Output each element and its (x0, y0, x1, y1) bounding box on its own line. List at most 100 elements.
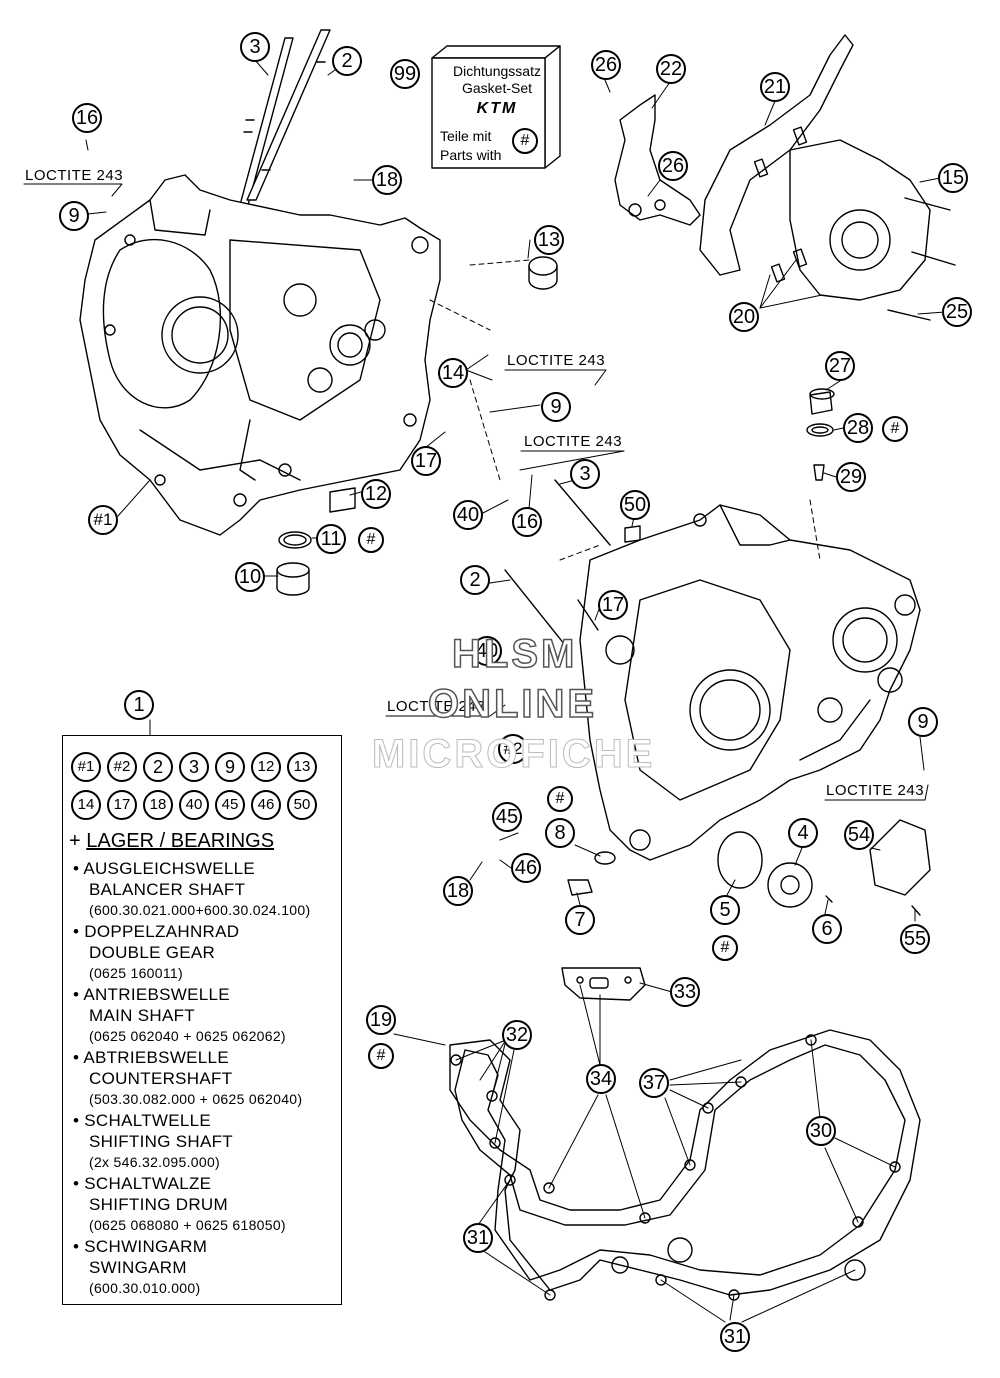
callout-9[interactable]: 9 (59, 201, 89, 231)
kit-part-callout[interactable]: 40 (179, 790, 209, 820)
callout-28-gasket[interactable]: # (882, 416, 908, 442)
callout-16[interactable]: 16 (72, 103, 102, 133)
kit-part-callout[interactable]: 12 (251, 752, 281, 782)
kit-part-callout[interactable]: 2 (143, 752, 173, 782)
bullet-icon: • (73, 1111, 85, 1130)
callout-40[interactable]: 40 (453, 500, 483, 530)
callout-21[interactable]: 21 (760, 72, 790, 102)
bearing-name-de: • DOPPELZAHNRAD (73, 921, 239, 942)
bearings-heading-text: LAGER / BEARINGS (86, 830, 275, 852)
callout-33[interactable]: 33 (670, 977, 700, 1007)
callout-6[interactable]: 6 (812, 914, 842, 944)
bearings-heading: + LAGER / BEARINGS (69, 830, 274, 853)
callout-17-mid[interactable]: 17 (598, 590, 628, 620)
callout-12[interactable]: 12 (361, 479, 391, 509)
bearing-part-number: (600.30.021.000+600.30.024.100) (89, 902, 311, 918)
clutch-side-cover (699, 34, 931, 301)
callout-31-left[interactable]: 31 (463, 1223, 493, 1253)
callout-2-mid[interactable]: 2 (460, 565, 490, 595)
callout-1[interactable]: 1 (124, 690, 154, 720)
callout-4[interactable]: 4 (788, 818, 818, 848)
callout-2[interactable]: 2 (332, 46, 362, 76)
bullet-icon: • (73, 1237, 85, 1256)
callout-7[interactable]: 7 (565, 905, 595, 935)
bearing-name-de-text: SCHALTWALZE (84, 1174, 212, 1193)
callout-28[interactable]: 28 (843, 413, 873, 443)
loctite-label-mid: LOCTITE 243 (524, 433, 623, 450)
bearing-part-number: (2x 546.32.095.000) (89, 1154, 221, 1170)
callout-5-gasket[interactable]: # (712, 935, 738, 961)
callout-99[interactable]: 99 (390, 59, 420, 89)
callout-40-mid[interactable]: 40 (472, 636, 502, 666)
kit-part-callout[interactable]: 46 (251, 790, 281, 820)
bearing-name-en: SHIFTING DRUM (89, 1195, 228, 1214)
callout-19-gasket[interactable]: # (368, 1043, 394, 1069)
kit-part-callout[interactable]: 45 (215, 790, 245, 820)
callout-19[interactable]: 19 (366, 1005, 396, 1035)
watermark-line-1: HLSM (451, 631, 578, 677)
callout-29[interactable]: 29 (836, 462, 866, 492)
callout-31-bottom[interactable]: 31 (720, 1322, 750, 1352)
plus-icon: + (69, 830, 81, 852)
stud-2-upper (246, 29, 331, 201)
callout-3-mid[interactable]: 3 (570, 459, 600, 489)
left-crankcase-half (79, 174, 441, 536)
kit-part-callout[interactable]: 9 (215, 752, 245, 782)
callout-10[interactable]: 10 (235, 562, 265, 592)
callout-25[interactable]: 25 (942, 297, 972, 327)
callout-18-lower[interactable]: 18 (443, 876, 473, 906)
bearing-part-number: (503.30.082.000 + 0625 062040) (89, 1091, 303, 1107)
kit-part-callout[interactable]: 3 (179, 752, 209, 782)
callout-9-right[interactable]: 9 (908, 707, 938, 737)
callout-26[interactable]: 26 (591, 50, 621, 80)
bearing-name-de: • ABTRIEBSWELLE (73, 1047, 302, 1068)
callout-3[interactable]: 3 (240, 32, 270, 62)
callout-22[interactable]: 22 (656, 54, 686, 84)
callout-20[interactable]: 20 (729, 302, 759, 332)
callout-55[interactable]: 55 (900, 924, 930, 954)
callout-16-mid[interactable]: 16 (512, 507, 542, 537)
bearing-name-de: • SCHALTWELLE (73, 1110, 233, 1131)
callout-14[interactable]: 14 (438, 358, 468, 388)
kit-part-callout[interactable]: 17 (107, 790, 137, 820)
callout-45[interactable]: 45 (492, 802, 522, 832)
kit-part-callout[interactable]: 50 (287, 790, 317, 820)
kit-part-callout[interactable]: 13 (287, 752, 317, 782)
bearing-name-de: • AUSGLEICHSWELLE (73, 858, 310, 879)
callout-26-lower[interactable]: 26 (658, 151, 688, 181)
gasket-19 (449, 1029, 921, 1301)
callout-5[interactable]: 5 (710, 895, 740, 925)
callout-46[interactable]: 46 (511, 853, 541, 883)
callout-hash2[interactable]: #2 (498, 734, 528, 764)
callout-27[interactable]: 27 (825, 351, 855, 381)
loctite-label-lower-right: LOCTITE 243 (826, 782, 925, 799)
callout-54[interactable]: 54 (844, 820, 874, 850)
gasket-set-parts-de: Teile mit (440, 128, 492, 144)
gasket-set-title-en: Gasket-Set (461, 80, 533, 96)
kit-part-callout[interactable]: #1 (71, 752, 101, 782)
kit-part-callout[interactable]: 14 (71, 790, 101, 820)
callout-30[interactable]: 30 (806, 1116, 836, 1146)
callout-13[interactable]: 13 (534, 225, 564, 255)
kit-part-callout[interactable]: 18 (143, 790, 173, 820)
callout-11[interactable]: 11 (316, 524, 346, 554)
callout-8-gasket[interactable]: # (547, 786, 573, 812)
bearing-part-number: (0625 160011) (89, 965, 183, 981)
callout-15[interactable]: 15 (938, 163, 968, 193)
callout-11-gasket[interactable]: # (358, 527, 384, 553)
callout-34[interactable]: 34 (586, 1064, 616, 1094)
callout-hash1[interactable]: #1 (88, 505, 118, 535)
callout-18[interactable]: 18 (372, 165, 402, 195)
callout-32[interactable]: 32 (502, 1020, 532, 1050)
kit-part-callout[interactable]: #2 (107, 752, 137, 782)
callout-8[interactable]: 8 (545, 818, 575, 848)
bearing-part-number: (0625 068080 + 0625 618050) (89, 1217, 286, 1233)
bearing-name-de: • ANTRIEBSWELLE (73, 984, 286, 1005)
callout-37[interactable]: 37 (639, 1068, 669, 1098)
callout-50[interactable]: 50 (620, 490, 650, 520)
callout-17[interactable]: 17 (411, 446, 441, 476)
callout-9-mid[interactable]: 9 (541, 392, 571, 422)
